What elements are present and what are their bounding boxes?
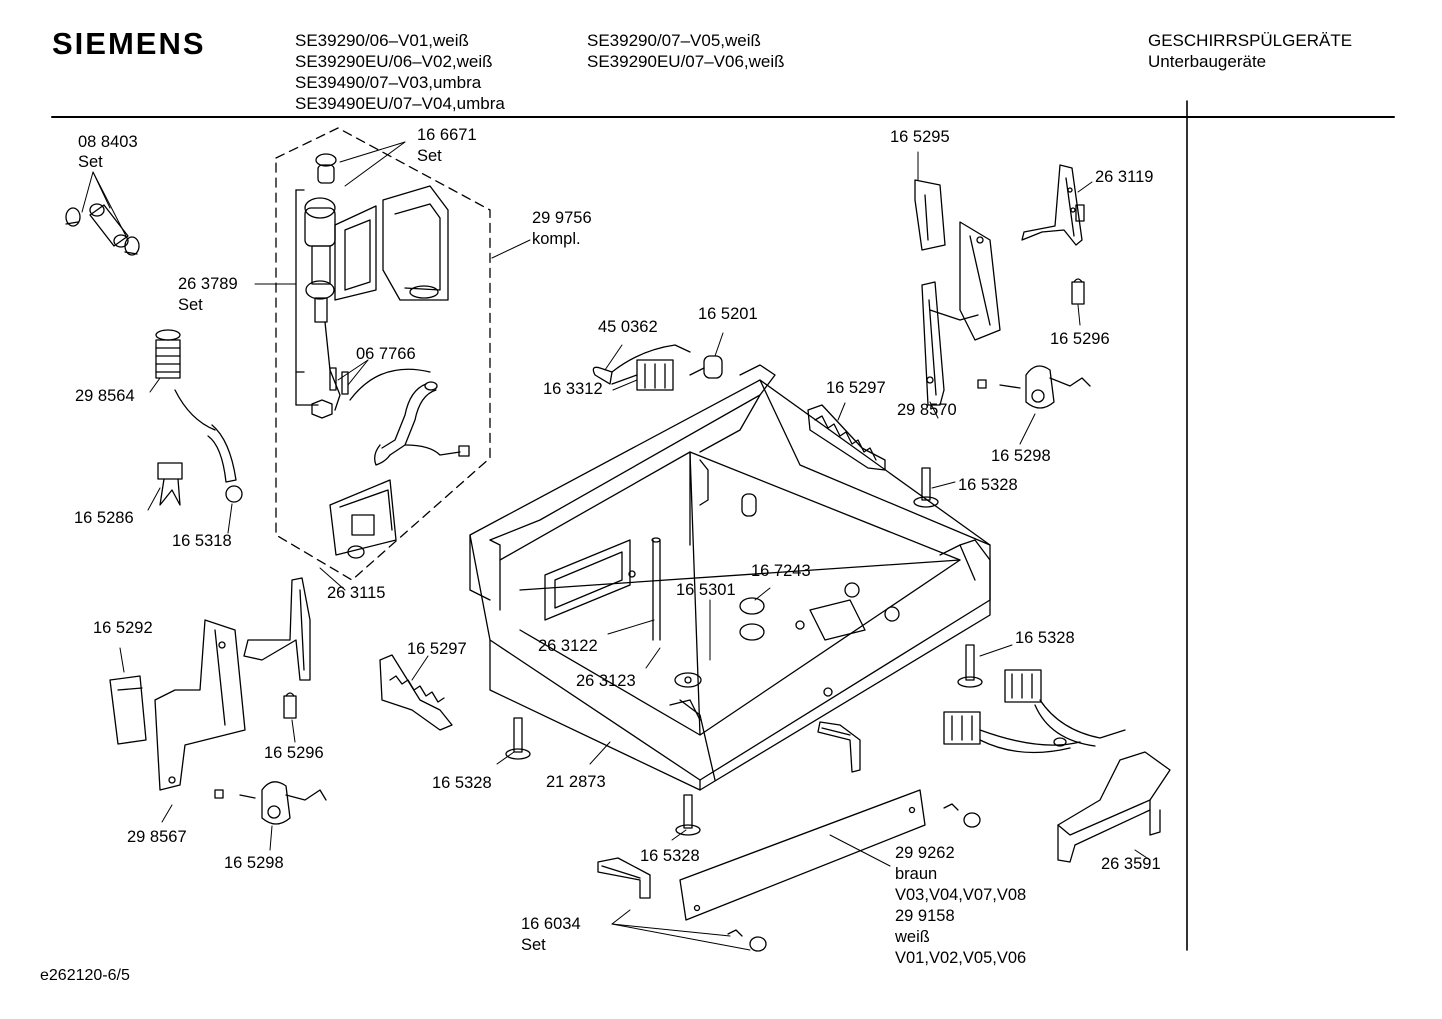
part-label: 29 8567 bbox=[127, 828, 187, 846]
drawing-id: e262120-6/5 bbox=[40, 967, 130, 984]
screw-2 bbox=[957, 644, 983, 688]
part-note: V03,V04,V07,V08 bbox=[895, 886, 1027, 904]
part-label: 16 5301 bbox=[676, 581, 736, 599]
part-label: 16 5298 bbox=[991, 447, 1051, 465]
model-line: SE39290/07–V05,weiß bbox=[587, 31, 761, 50]
electrical-connector-group bbox=[592, 344, 723, 391]
right-bracket-top-right bbox=[1021, 164, 1085, 246]
part-label: 16 5292 bbox=[93, 619, 153, 637]
hose-fitting bbox=[155, 329, 243, 503]
control-bracket-right bbox=[1057, 751, 1171, 863]
part-label: 45 0362 bbox=[598, 318, 658, 336]
part-label: 29 9756 bbox=[532, 209, 592, 227]
screw-4 bbox=[675, 794, 701, 836]
part-label: 16 6034 bbox=[521, 915, 581, 933]
part-label: 26 3122 bbox=[538, 637, 598, 655]
panel-screws bbox=[727, 803, 981, 952]
part-label: 21 2873 bbox=[546, 773, 606, 791]
subcategory-title: Unterbaugeräte bbox=[1148, 52, 1267, 71]
panel-clip bbox=[817, 721, 861, 773]
part-label: 29 8564 bbox=[75, 387, 135, 405]
panel-connector bbox=[597, 857, 651, 899]
right-bracket-upper bbox=[914, 179, 1001, 406]
part-note: kompl. bbox=[532, 230, 581, 248]
part-label: 26 3123 bbox=[576, 672, 636, 690]
part-label: 16 5296 bbox=[264, 744, 324, 762]
part-label: 16 3312 bbox=[543, 380, 603, 398]
part-label: 29 9158 bbox=[895, 907, 955, 925]
part-label: 16 5328 bbox=[1015, 629, 1075, 647]
part-label: 16 5297 bbox=[826, 379, 886, 397]
part-label: 16 6671 bbox=[417, 126, 477, 144]
part-label: 29 8570 bbox=[897, 401, 957, 419]
base-tub bbox=[469, 364, 991, 791]
model-line: SE39290/06–V01,weiß bbox=[295, 31, 469, 50]
model-line: SE39290EU/06–V02,weiß bbox=[295, 52, 493, 71]
hose-clamp-set bbox=[65, 203, 140, 256]
kit-outline bbox=[275, 127, 491, 581]
part-label: 26 3115 bbox=[327, 584, 386, 602]
drain-hose-inner bbox=[349, 368, 470, 466]
model-line: SE39290EU/07–V06,weiß bbox=[587, 52, 785, 71]
part-label: 16 7243 bbox=[751, 562, 811, 580]
part-label: 16 5297 bbox=[407, 640, 467, 658]
screw-1 bbox=[913, 467, 939, 508]
part-label: 16 5201 bbox=[698, 305, 758, 323]
part-label: 29 9262 bbox=[895, 844, 955, 862]
spring-right bbox=[807, 404, 886, 471]
part-label: 26 3789 bbox=[178, 275, 238, 293]
upper-left-bracket bbox=[243, 577, 311, 681]
part-label: 26 3119 bbox=[1095, 168, 1154, 186]
model-line: SE39490/07–V03,umbra bbox=[295, 73, 482, 92]
part-note: Set bbox=[78, 153, 103, 171]
category-title: GESCHIRRSPÜLGERÄTE bbox=[1148, 31, 1353, 50]
wiring-harness bbox=[943, 669, 1126, 754]
part-label: 16 5318 bbox=[172, 532, 232, 550]
clip-part bbox=[157, 462, 183, 506]
spring-left bbox=[379, 654, 453, 731]
model-line: SE39490EU/07–V04,umbra bbox=[295, 94, 505, 113]
small-clip-right bbox=[1071, 278, 1085, 305]
part-label: 16 5298 bbox=[224, 854, 284, 872]
small-clip-left bbox=[283, 692, 297, 719]
part-note: braun bbox=[895, 865, 938, 883]
part-label: 26 3591 bbox=[1101, 855, 1161, 873]
valve-bracket bbox=[329, 479, 397, 559]
switch-left bbox=[214, 781, 327, 825]
left-bracket bbox=[109, 619, 246, 791]
pump-assembly bbox=[295, 153, 449, 419]
part-label: 16 5295 bbox=[890, 128, 950, 146]
screw-3 bbox=[505, 717, 531, 760]
part-label: 16 5286 bbox=[74, 509, 134, 527]
part-note: weiß bbox=[895, 928, 930, 946]
part-note: Set bbox=[178, 296, 203, 314]
brand-logo: SIEMENS bbox=[52, 26, 206, 61]
part-label: 16 5328 bbox=[958, 476, 1018, 494]
leader-lines bbox=[81, 141, 1151, 951]
switch-right bbox=[977, 365, 1091, 409]
part-note: Set bbox=[417, 147, 442, 165]
front-panel bbox=[679, 789, 926, 921]
part-label: 16 5296 bbox=[1050, 330, 1110, 348]
part-label: 16 5328 bbox=[432, 774, 492, 792]
part-note: Set bbox=[521, 936, 546, 954]
part-label: 08 8403 bbox=[78, 133, 138, 151]
part-note: V01,V02,V05,V06 bbox=[895, 949, 1027, 967]
part-label: 16 5328 bbox=[640, 847, 700, 865]
part-label: 06 7766 bbox=[356, 345, 416, 363]
